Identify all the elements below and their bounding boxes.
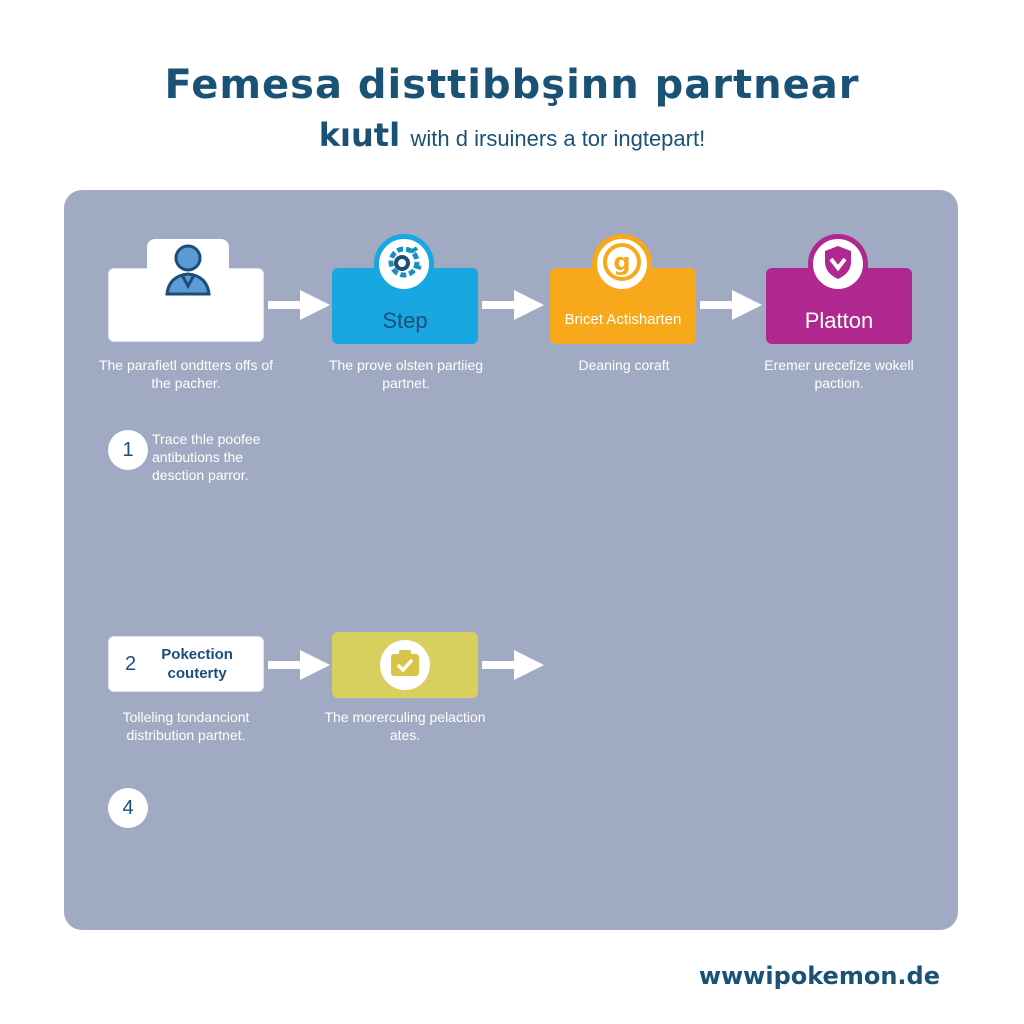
partner-caption: The parafietl ondtters offs of the pache… <box>98 357 274 391</box>
arrow-right-icon <box>482 650 544 680</box>
coin-icon-circle: g <box>592 234 652 294</box>
protection-caption: Tolleling tondanciont distribution partn… <box>122 709 250 743</box>
platform-caption: Eremer urecefize wokell paction. <box>764 357 914 391</box>
person-icon <box>161 238 215 301</box>
selection-box <box>332 632 478 698</box>
arrow-right-icon <box>700 290 762 320</box>
partner-tab <box>147 239 229 299</box>
step-caption: The prove olsten partiieg partnet. <box>328 357 484 391</box>
shield-icon <box>818 242 858 287</box>
step-number-1: 1 <box>108 430 148 470</box>
arrow-right-icon <box>268 650 330 680</box>
protection-box-label: Pokection couterty <box>161 646 233 682</box>
selection-caption: The morerculing pelaction ates. <box>324 709 486 743</box>
footer-url[interactable]: wwwipokemon.de <box>698 962 940 990</box>
subtitle-rest: with d irsuiners a tor ingtepart! <box>410 126 706 151</box>
platform-box: Platton <box>766 268 912 344</box>
shield-icon-circle <box>808 234 868 294</box>
arrow-right-icon <box>268 290 330 320</box>
arrow-right-icon <box>482 290 544 320</box>
gear-icon-circle <box>374 234 434 294</box>
partner-box <box>108 239 264 342</box>
step-box-label: Step <box>382 308 428 333</box>
checkbox-icon <box>389 648 421 683</box>
protection-box: 2 Pokection couterty <box>108 636 264 692</box>
diagram-subtitle: kıutl with d irsuiners a tor ingtepart! <box>0 116 1024 154</box>
step-number-2: 2 <box>125 652 137 675</box>
checkbox-icon-circle <box>380 640 430 690</box>
activation-caption: Deaning coraft <box>578 357 670 373</box>
step-number-4: 4 <box>108 788 148 828</box>
activation-box-label: Bricet Actisharten <box>564 310 682 328</box>
subtitle-strong: kıutl <box>318 116 401 154</box>
svg-text:g: g <box>613 248 630 276</box>
diagram-title: Femesa disttibbşinn partnear <box>164 62 860 108</box>
platform-box-label: Platton <box>804 308 874 333</box>
coin-icon: g <box>602 242 642 287</box>
step-1-text: Trace thle poofee antibutions the descti… <box>152 431 261 483</box>
gear-icon <box>384 242 424 287</box>
diagram-panel: The parafietl ondtters offs of the pache… <box>64 190 958 930</box>
